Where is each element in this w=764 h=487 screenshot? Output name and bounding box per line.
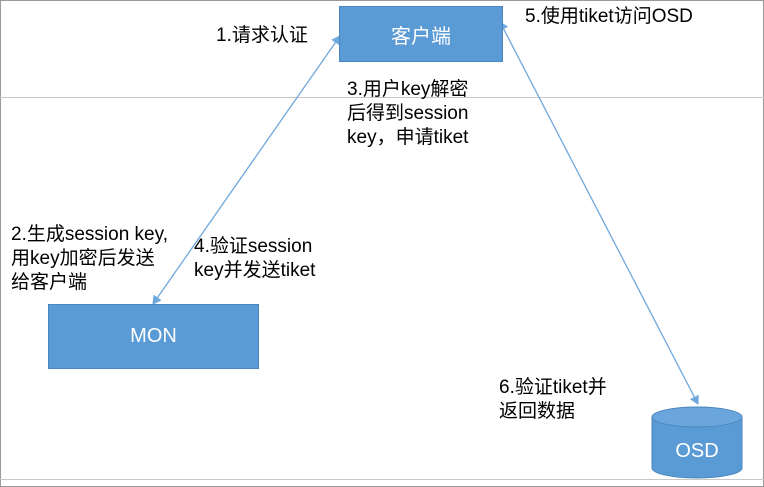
client-node-label: 客户端 (391, 25, 451, 48)
osd-cylinder: OSD (651, 406, 743, 479)
client-mon-arrow (152, 35, 341, 305)
divider-line (0, 97, 764, 98)
osd-node-label: OSD (675, 440, 718, 462)
step-5-label: 5.使用tiket访问OSD (525, 6, 693, 27)
step-2-label: 2.生成session key, 用key加密后发送 给客户端 (11, 224, 168, 293)
client-osd-arrow (499, 21, 699, 405)
divider-line (0, 479, 764, 480)
step-1-label: 1.请求认证 (216, 25, 308, 46)
step-6-label: 6.验证tiket并 返回数据 (499, 377, 607, 422)
step-3-label: 3.用户key解密 后得到session key，申请tiket (347, 79, 469, 148)
step-4-label: 4.验证session key并发送tiket (194, 236, 316, 281)
mon-node: MON (48, 304, 259, 369)
client-node: 客户端 (339, 6, 503, 62)
mon-node-label: MON (130, 325, 177, 347)
